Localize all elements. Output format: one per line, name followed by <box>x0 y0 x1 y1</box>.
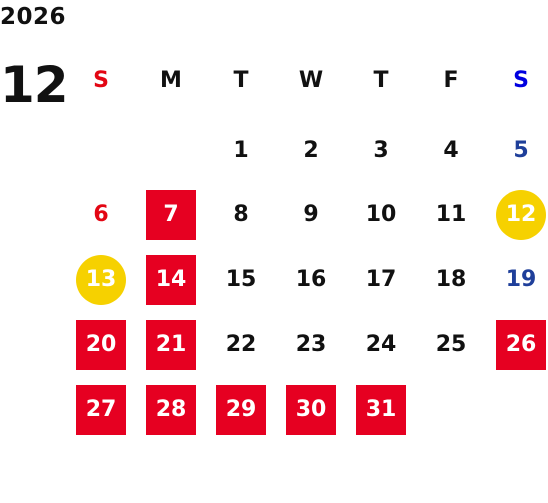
calendar-day[interactable]: 27 <box>76 385 126 435</box>
calendar-day[interactable]: 3 <box>373 138 389 163</box>
calendar-day[interactable]: 21 <box>146 320 196 370</box>
calendar-day[interactable]: 12 <box>496 190 546 240</box>
weekday-header: T <box>373 68 389 93</box>
weekday-header: W <box>298 68 324 93</box>
calendar-day[interactable]: 26 <box>496 320 546 370</box>
calendar-day[interactable]: 2 <box>303 138 319 163</box>
month-number: 12 <box>0 56 69 114</box>
weekday-header: S <box>93 68 109 93</box>
calendar-day[interactable]: 19 <box>505 267 537 292</box>
calendar-day[interactable]: 29 <box>216 385 266 435</box>
calendar-day[interactable]: 5 <box>513 138 529 163</box>
calendar-day[interactable]: 30 <box>286 385 336 435</box>
calendar-day[interactable]: 8 <box>233 202 249 227</box>
calendar-day[interactable]: 22 <box>225 332 257 357</box>
calendar-day[interactable]: 17 <box>365 267 397 292</box>
calendar-day[interactable]: 11 <box>435 202 467 227</box>
calendar-day[interactable]: 7 <box>146 190 196 240</box>
calendar-day[interactable]: 18 <box>435 267 467 292</box>
weekday-header: F <box>443 68 459 93</box>
calendar-day[interactable]: 9 <box>303 202 319 227</box>
calendar-day[interactable]: 14 <box>146 255 196 305</box>
calendar-day[interactable]: 6 <box>93 202 109 227</box>
weekday-header: M <box>160 68 182 93</box>
calendar-day[interactable]: 20 <box>76 320 126 370</box>
calendar-day[interactable]: 4 <box>443 138 459 163</box>
calendar-day[interactable]: 10 <box>365 202 397 227</box>
calendar-day[interactable]: 16 <box>295 267 327 292</box>
weekday-header: T <box>233 68 249 93</box>
calendar-day[interactable]: 13 <box>76 255 126 305</box>
calendar-day[interactable]: 31 <box>356 385 406 435</box>
year-label: 2026 <box>0 4 67 30</box>
calendar-day[interactable]: 24 <box>365 332 397 357</box>
calendar-day[interactable]: 25 <box>435 332 467 357</box>
calendar-day[interactable]: 15 <box>225 267 257 292</box>
calendar-day[interactable]: 23 <box>295 332 327 357</box>
weekday-header: S <box>513 68 529 93</box>
calendar-day[interactable]: 1 <box>233 138 249 163</box>
calendar-day[interactable]: 28 <box>146 385 196 435</box>
